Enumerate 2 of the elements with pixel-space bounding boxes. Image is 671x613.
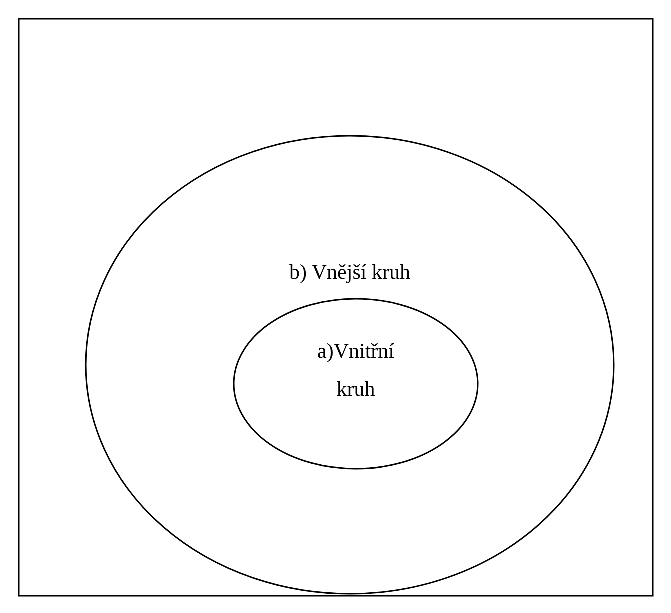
shape-label: b) Vnější kruh xyxy=(288,259,412,286)
shape-label: a)Vnitřní kruh xyxy=(316,338,396,403)
